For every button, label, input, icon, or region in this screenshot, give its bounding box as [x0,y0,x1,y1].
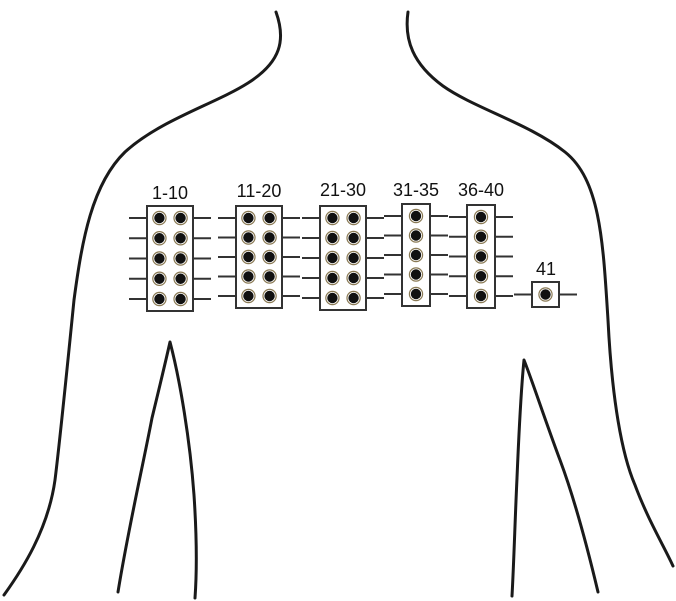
electrode-group: 31-35 [384,180,448,306]
electrode-dot [348,213,358,223]
electrode-dot [243,252,253,262]
electrode-dot [264,232,274,242]
electrode-dot [264,271,274,281]
electrode-dot [476,291,486,301]
right-arm-inner-outline [512,360,598,596]
electrode-group: 11-20 [218,181,300,308]
electrode-dot [348,233,358,243]
electrode-dot [327,253,337,263]
electrode-group: 36-40 [449,180,513,308]
electrode-dot [411,230,421,240]
electrode-dot [348,293,358,303]
electrode-dot [154,294,164,304]
electrode-dot [476,232,486,242]
group-label: 36-40 [458,180,504,200]
electrode-group: 21-30 [302,180,384,310]
group-label: 21-30 [320,180,366,200]
electrode-dot [264,213,274,223]
electrode-dot [411,250,421,260]
electrode-dot [411,289,421,299]
electrode-dot [175,294,185,304]
electrode-dot [175,233,185,243]
electrode-dot [327,273,337,283]
electrode-dot [175,253,185,263]
electrode-dot [411,269,421,279]
electrode-dot [264,252,274,262]
electrode-dot [243,232,253,242]
electrode-dot [476,251,486,261]
electrode-dot [154,213,164,223]
electrode-group: 1-10 [129,183,211,311]
electrode-dot [175,213,185,223]
electrode-dot [264,291,274,301]
electrode-dot [348,253,358,263]
group-label: 41 [536,259,556,279]
group-label: 31-35 [393,180,439,200]
electrode-group: 41 [514,259,577,307]
electrode-dot [476,271,486,281]
electrode-dot [175,274,185,284]
electrode-dot [154,274,164,284]
electrode-dot [327,213,337,223]
group-label: 1-10 [152,183,188,203]
electrode-dot [243,291,253,301]
electrode-dot [154,253,164,263]
electrode-dot [327,233,337,243]
electrode-dot [476,212,486,222]
electrode-groups: 1-10 11-20 21-30 31-35 36-40 41 [129,180,577,311]
group-label: 11-20 [237,181,282,201]
electrode-dot [327,293,337,303]
left-arm-inner-outline [118,342,196,598]
electrode-dot [243,271,253,281]
electrode-dot [540,289,550,299]
electrode-dot [348,273,358,283]
electrode-dot [154,233,164,243]
electrode-dot [411,211,421,221]
electrode-dot [243,213,253,223]
